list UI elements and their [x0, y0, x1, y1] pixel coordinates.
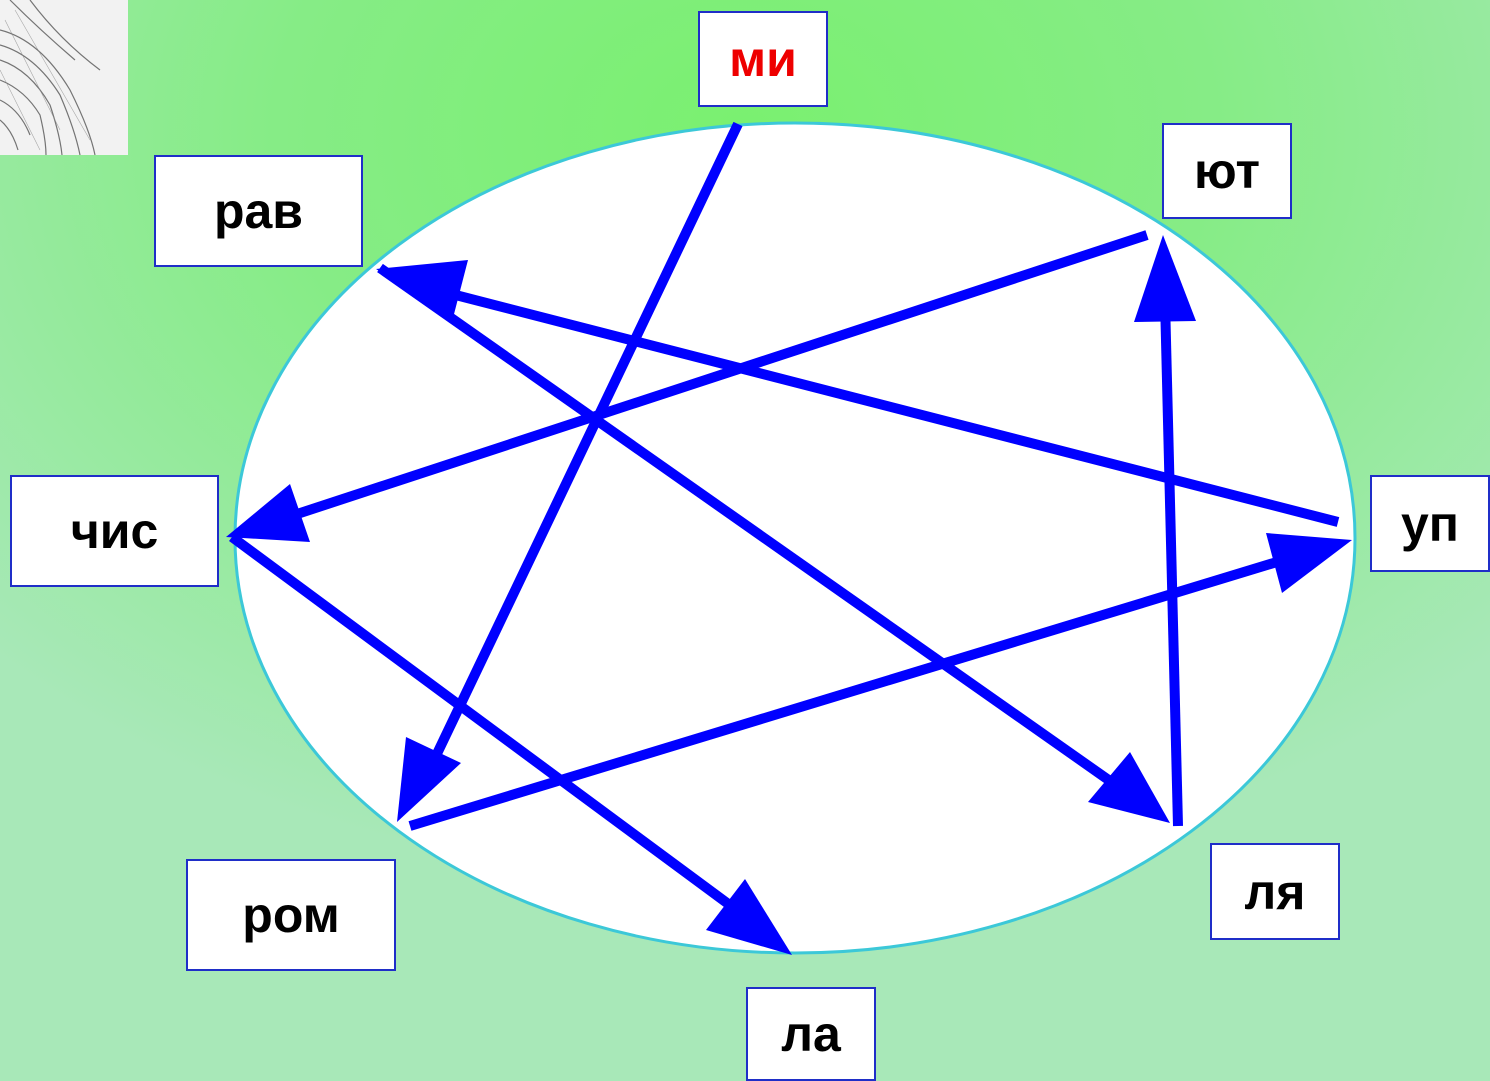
- central-ellipse: [233, 121, 1357, 955]
- syllable-box-rom[interactable]: ром: [186, 859, 396, 971]
- arrowhead-at-lya: [1088, 752, 1170, 823]
- syllable-box-rav[interactable]: рав: [154, 155, 363, 267]
- syllable-label-rom: ром: [242, 887, 340, 943]
- arrowhead-at-up: [1266, 533, 1352, 593]
- arrow-rom-to-up: [408, 553, 1292, 831]
- syllable-label-lya: ля: [1244, 863, 1306, 920]
- syllable-label-mi: ми: [729, 31, 797, 87]
- feather-sketch-image: [0, 0, 128, 155]
- arrowhead-at-rav: [376, 260, 468, 318]
- syllable-box-up[interactable]: уп: [1370, 475, 1490, 572]
- syllable-box-yut[interactable]: ют: [1162, 123, 1292, 219]
- syllable-label-la: ла: [781, 1006, 841, 1062]
- arrow-yut-to-chis: [283, 230, 1149, 523]
- syllable-box-la[interactable]: ла: [746, 987, 876, 1081]
- arrow-rav-to-lya: [377, 263, 1123, 793]
- syllable-box-chis[interactable]: чис: [10, 475, 219, 587]
- arrow-mi-to-rom: [429, 121, 743, 763]
- arrowhead-at-rom: [397, 737, 461, 822]
- syllable-label-up: уп: [1400, 495, 1459, 552]
- syllable-box-lya[interactable]: ля: [1210, 843, 1340, 940]
- arrow-chis-to-la: [229, 532, 753, 925]
- arrow-lya-to-yut: [1160, 299, 1183, 827]
- syllable-label-chis: чис: [70, 503, 159, 559]
- arrowhead-at-chis: [226, 484, 310, 542]
- arrow-up-to-rav: [438, 286, 1340, 527]
- syllable-label-rav: рав: [213, 183, 304, 239]
- arrowhead-at-la: [706, 879, 792, 955]
- arrowhead-at-yut: [1134, 235, 1196, 322]
- syllable-label-yut: ют: [1194, 143, 1260, 199]
- syllable-box-mi[interactable]: ми: [698, 11, 828, 107]
